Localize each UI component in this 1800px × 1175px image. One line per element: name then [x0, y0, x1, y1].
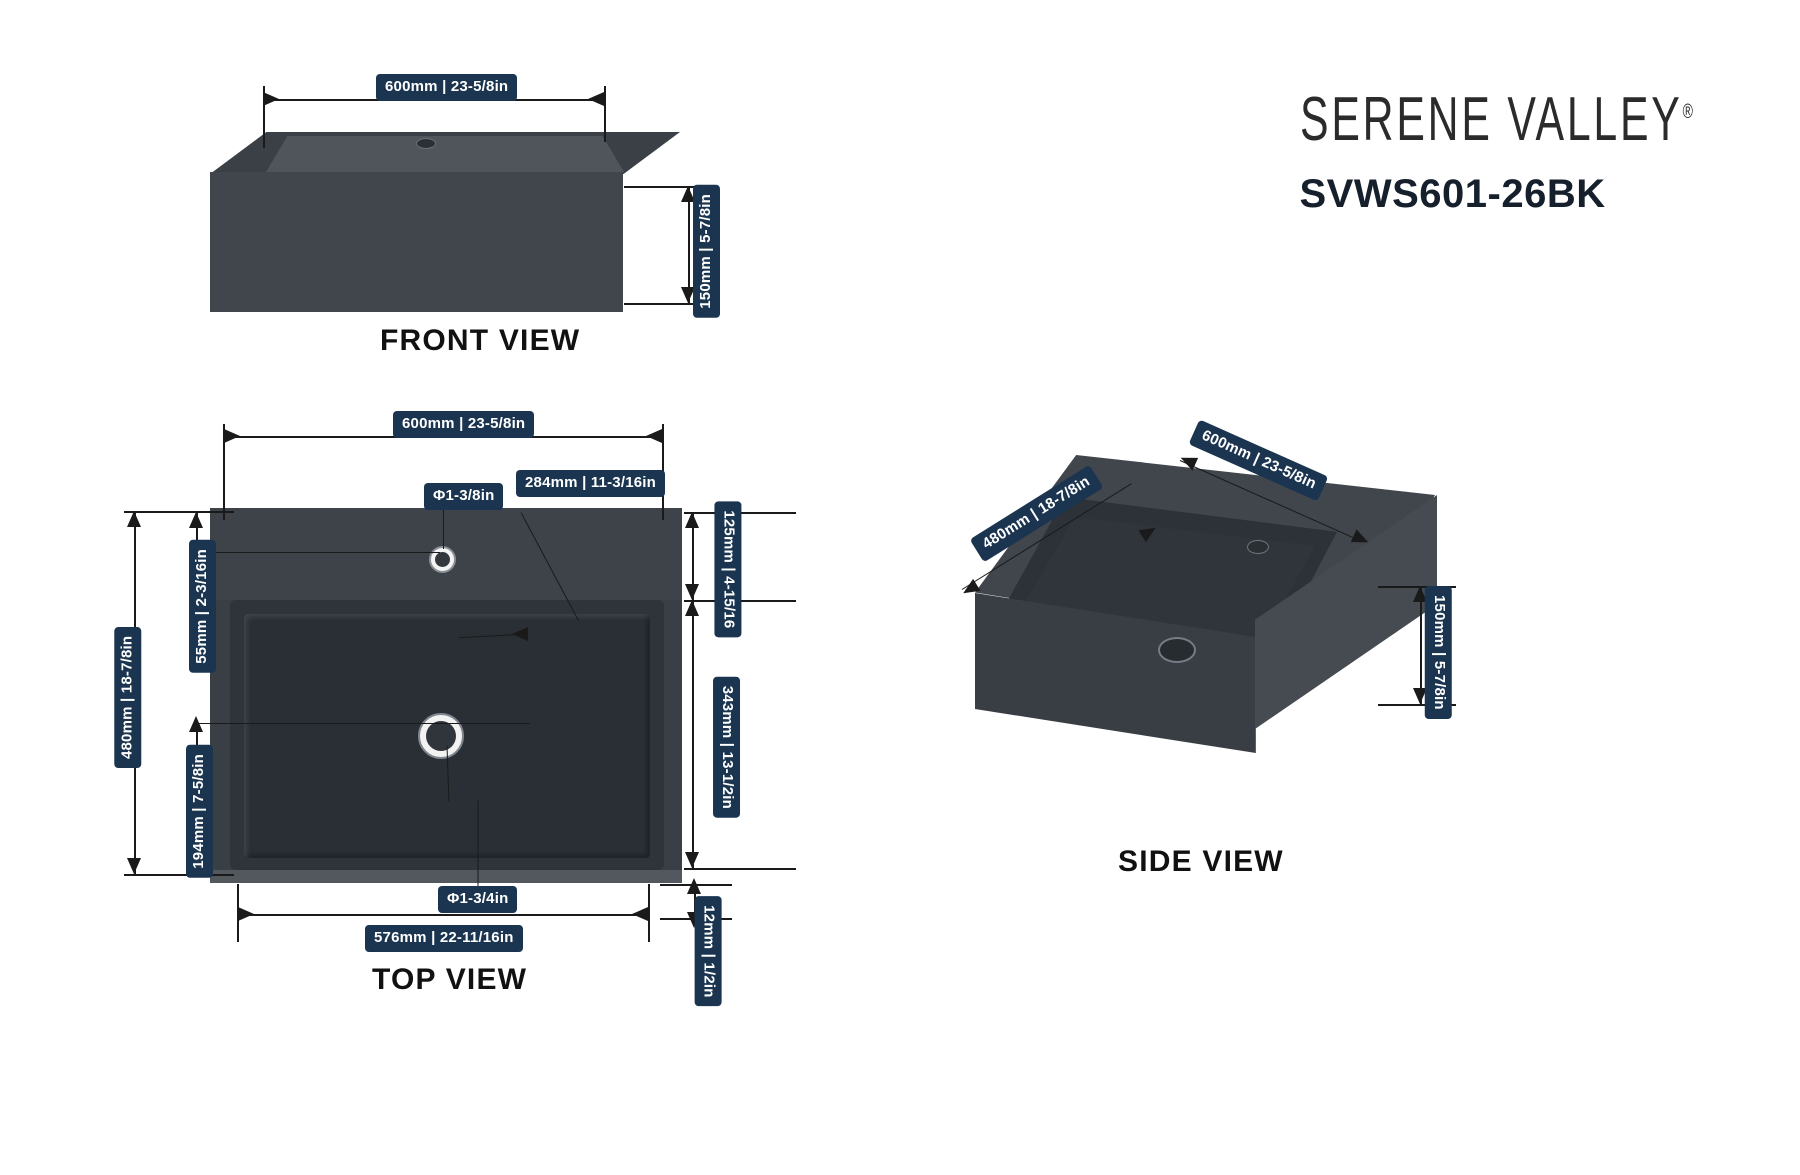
product-model-number: SVWS601-26BK [1299, 172, 1606, 216]
front-height-badge: 150mm | 5-7/8in [693, 184, 720, 318]
front-height-dim-line [688, 186, 690, 303]
side-height-ext-bottom [1378, 704, 1456, 706]
deck-depth-arrow-bottom [685, 584, 699, 600]
side-height-arrow-top [1413, 586, 1427, 602]
deck-depth-arrow-top [685, 512, 699, 528]
front-view-sink-illustration [210, 132, 680, 312]
basin-width-arrow-left [238, 907, 254, 921]
front-height-ext-line-top [624, 186, 706, 188]
side-view-sink-illustration [975, 455, 1437, 845]
front-view-faucet-hole [416, 138, 436, 149]
front-view-title: FRONT VIEW [380, 324, 581, 357]
top-width-ext-left [223, 424, 225, 520]
drain-offset-arrow [512, 627, 528, 641]
faucet-hole-dia-badge: Φ1-3/8in [424, 483, 504, 510]
drain-center-ref-line [196, 723, 530, 724]
front-height-arrow-bottom [681, 287, 695, 303]
side-view-faucet-hole [1247, 540, 1269, 554]
side-view-title: SIDE VIEW [1118, 845, 1284, 878]
basin-depth-badge: 343mm | 13-1/2in [713, 676, 741, 819]
basin-depth-arrow-bottom [685, 852, 699, 868]
top-width-badge: 600mm | 23-5/8in [393, 411, 535, 438]
top-depth-arrow-bottom [127, 858, 141, 874]
brand-block: SERENE VALLEY® SVWS601-26BK [1300, 82, 1723, 217]
side-height-badge: 150mm | 5-7/8in [1425, 585, 1452, 719]
top-depth-ext-bottom [124, 874, 234, 876]
front-width-badge: 600mm | 23-5/8in [376, 74, 518, 101]
top-view-faucet-hole [429, 546, 456, 573]
brand-logo: SERENE VALLEY® [1300, 82, 1693, 155]
deck-depth-dim-line [692, 512, 694, 600]
faucet-dia-leader [443, 505, 444, 549]
brand-logo-text: SERENE VALLEY [1299, 83, 1683, 154]
side-height-dim-line [1420, 586, 1422, 704]
drain-offset-badge: 284mm | 11-3/16in [516, 470, 666, 497]
deck-depth-badge: 125mm | 4-15/16 [714, 501, 742, 638]
top-view-title: TOP VIEW [372, 963, 528, 996]
faucet-offset-badge: 55mm | 2-3/16in [189, 539, 216, 673]
registered-trademark-icon: ® [1682, 100, 1693, 124]
basin-width-dim-line [237, 914, 648, 916]
faucet-center-ref-line [196, 552, 440, 553]
top-view-drain-hole [418, 713, 464, 759]
basin-width-badge: 576mm | 22-11/16in [365, 925, 523, 952]
front-height-arrow-top [681, 186, 695, 202]
front-width-ext-line-left [263, 86, 265, 148]
basin-width-arrow-right [632, 907, 648, 921]
side-height-arrow-bottom [1413, 688, 1427, 704]
drain-vertical-offset-badge: 194mm | 7-5/8in [186, 744, 213, 878]
side-view-drain-hole [1158, 637, 1196, 663]
basin-depth-arrow-top [685, 600, 699, 616]
basin-width-ext-right [648, 884, 650, 942]
front-height-ext-line-bottom [624, 303, 706, 305]
rim-thickness-arrow-top [687, 878, 701, 894]
drain-hole-dia-badge: Φ1-3/4in [438, 886, 518, 913]
top-view-front-rim [210, 870, 682, 883]
top-width-arrow-left [224, 429, 240, 443]
rim-thickness-badge: 12mm | 1/2in [694, 896, 722, 1007]
front-width-arrow-left [263, 92, 279, 106]
top-depth-badge: 480mm | 18-7/8in [114, 626, 142, 769]
drain-offset-arrow-top [189, 716, 203, 732]
top-width-arrow-right [646, 429, 662, 443]
front-width-ext-line-right [604, 86, 606, 142]
front-view-body [210, 172, 623, 312]
basin-depth-dim-line [692, 600, 694, 868]
front-width-arrow-right [588, 92, 604, 106]
top-view-sink-illustration [210, 508, 682, 883]
basin-depth-ext-bottom [684, 868, 796, 870]
faucet-offset-arrow-top [189, 512, 203, 528]
top-depth-ext-top [124, 511, 234, 513]
top-depth-arrow-top [127, 511, 141, 527]
front-view-basin-opening [266, 136, 624, 172]
